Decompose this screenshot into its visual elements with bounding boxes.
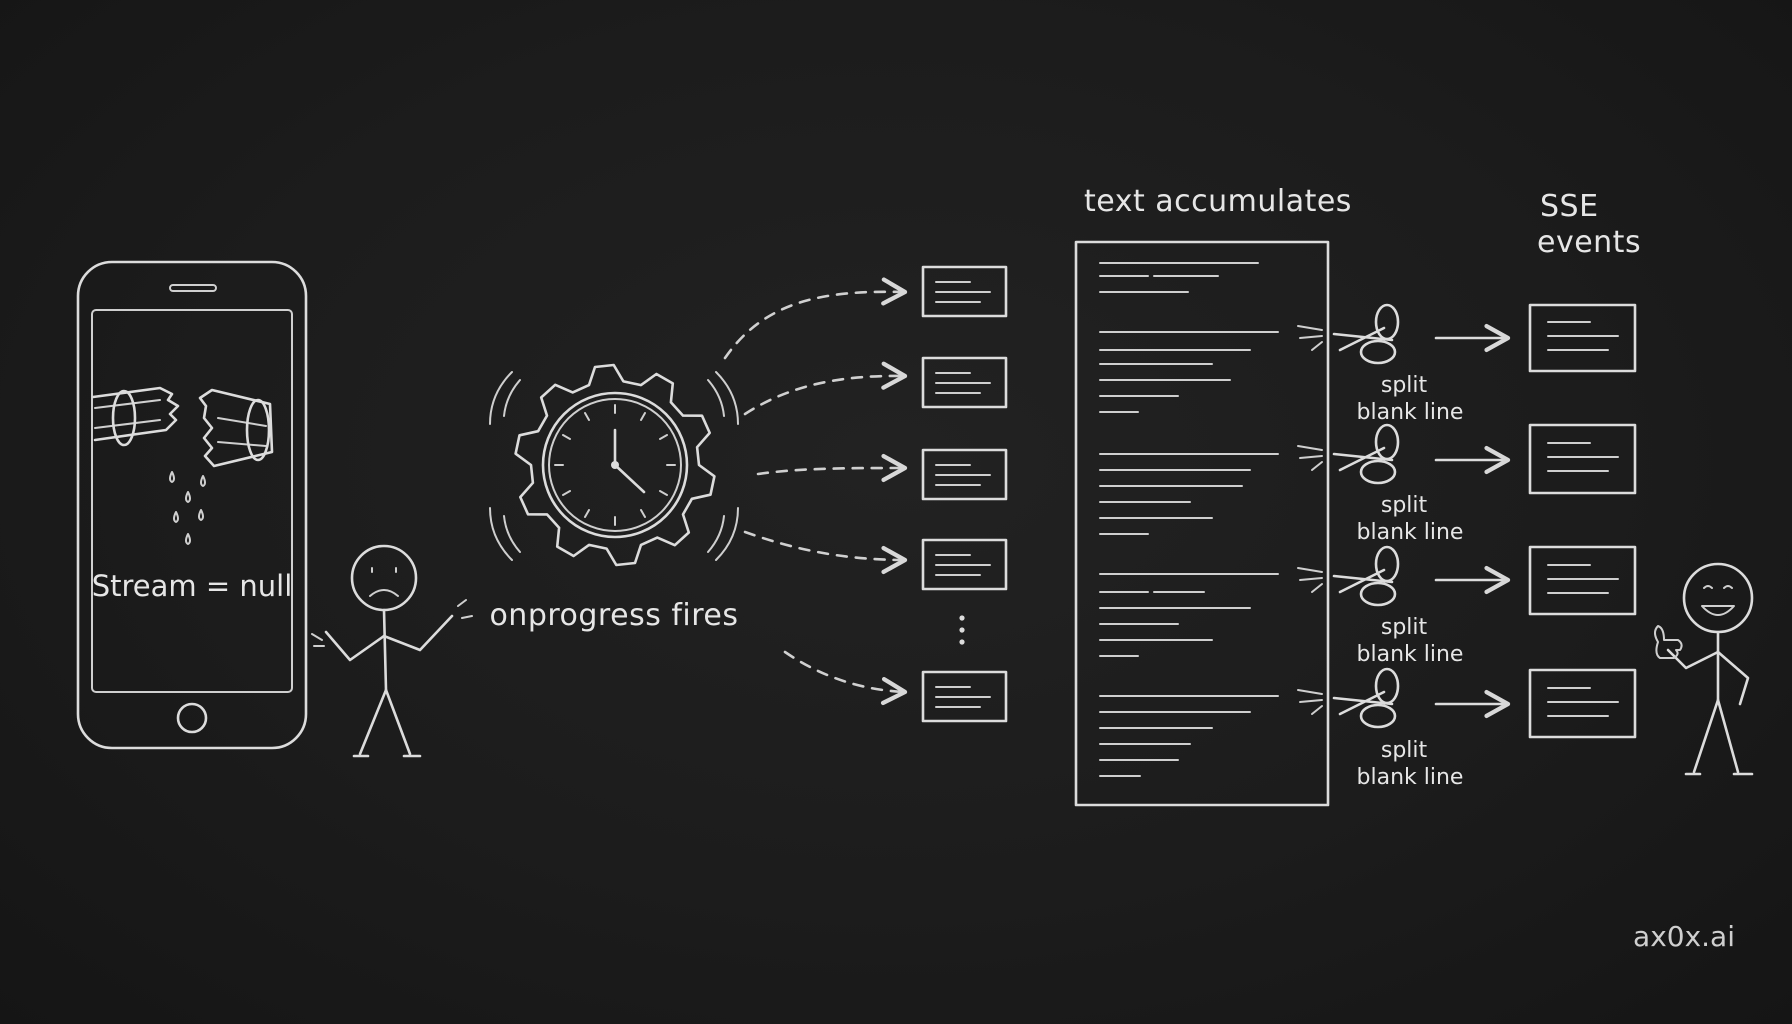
progress-arrow-5 bbox=[783, 650, 908, 706]
happy-stick-figure bbox=[1654, 562, 1754, 776]
text-buffer-document bbox=[1074, 240, 1330, 807]
split-label: split bbox=[1381, 615, 1428, 640]
split-row-4: split blank line bbox=[1297, 667, 1464, 790]
progress-arrow-2 bbox=[743, 361, 908, 416]
brand-watermark: ax0x.ai bbox=[1633, 920, 1735, 953]
blank-line-label: blank line bbox=[1357, 520, 1464, 545]
split-row-1: split blank line bbox=[1297, 303, 1464, 425]
timer-gear-icon bbox=[489, 363, 739, 567]
chunk-boxes bbox=[921, 265, 1008, 723]
phone-home-button bbox=[176, 702, 208, 734]
phone-speaker bbox=[169, 284, 217, 292]
blank-line-label: blank line bbox=[1357, 765, 1464, 790]
sse-event-box bbox=[1528, 545, 1637, 616]
sad-stick-figure bbox=[311, 544, 473, 758]
ellipsis-dots bbox=[959, 615, 965, 645]
chunk-box bbox=[921, 448, 1008, 501]
scissors-icon bbox=[1297, 423, 1400, 485]
phone-body bbox=[76, 260, 308, 750]
chunk-box bbox=[921, 265, 1008, 318]
phone-illustration: Stream = null bbox=[76, 260, 308, 750]
sse-event-box bbox=[1528, 668, 1637, 739]
progress-arrow-4 bbox=[743, 530, 908, 575]
progress-arrows bbox=[723, 277, 908, 706]
clock-tick-marks bbox=[554, 404, 676, 526]
chunk-box bbox=[921, 538, 1008, 591]
sse-event-box bbox=[1528, 423, 1637, 495]
event-arrows bbox=[1434, 323, 1511, 719]
split-row-2: split blank line bbox=[1297, 423, 1464, 545]
sse-event-box bbox=[1528, 303, 1637, 373]
split-row-3: split blank line bbox=[1297, 545, 1464, 667]
chunk-box bbox=[921, 670, 1008, 723]
text-accumulates-label: text accumulates bbox=[1084, 184, 1352, 219]
scissors-icon bbox=[1297, 303, 1400, 365]
blank-line-label: blank line bbox=[1357, 400, 1464, 425]
sse-label: SSE bbox=[1540, 189, 1599, 224]
split-label: split bbox=[1381, 493, 1428, 518]
broken-pipe-icon bbox=[91, 386, 274, 545]
progress-arrow-3 bbox=[756, 453, 908, 483]
buffer-text-lines bbox=[1099, 262, 1279, 777]
scissors-icon bbox=[1297, 545, 1400, 607]
events-label: events bbox=[1537, 225, 1641, 260]
sse-event-boxes bbox=[1528, 303, 1637, 739]
split-label: split bbox=[1381, 738, 1428, 763]
blank-line-label: blank line bbox=[1357, 642, 1464, 667]
split-label: split bbox=[1381, 373, 1428, 398]
scissors-icon bbox=[1297, 667, 1400, 729]
chunk-box bbox=[921, 356, 1008, 409]
phone-stream-null-label: Stream = null bbox=[92, 569, 293, 603]
phone-screen bbox=[91, 309, 293, 693]
progress-arrow-1 bbox=[723, 277, 908, 360]
onprogress-fires-label: onprogress fires bbox=[489, 598, 738, 633]
